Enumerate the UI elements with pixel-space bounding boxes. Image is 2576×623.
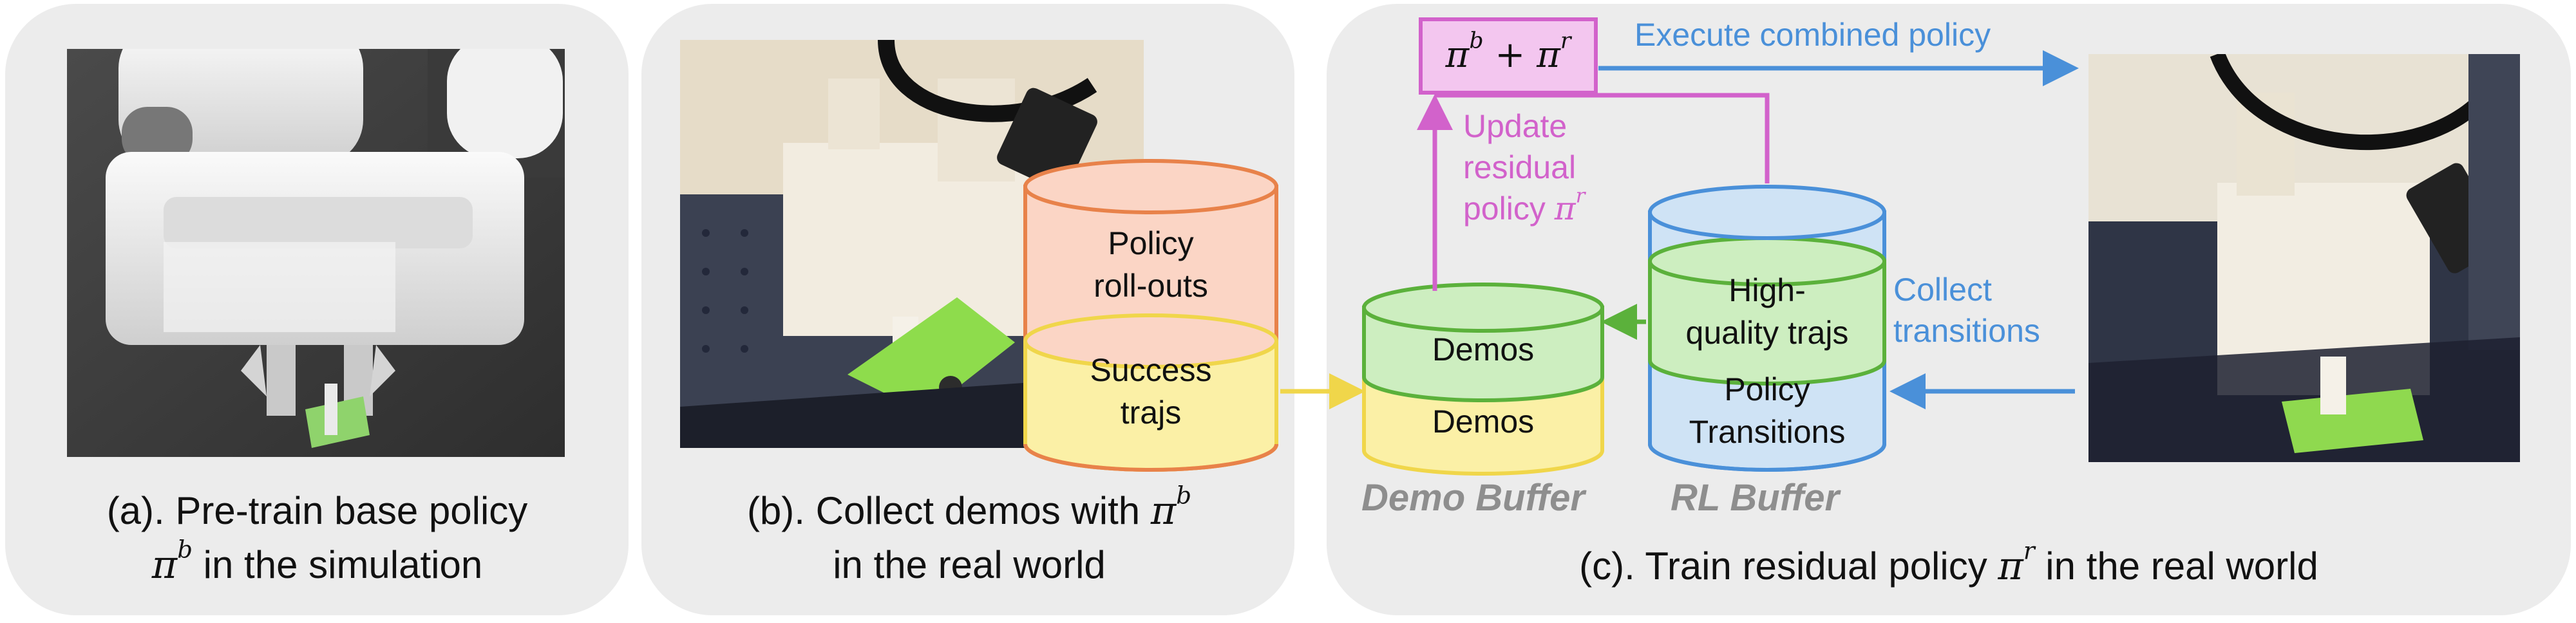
rollouts-cylinder — [1023, 159, 1278, 472]
simulation-robot-image — [67, 49, 565, 457]
demo-buffer-cylinder — [1362, 283, 1604, 476]
high-quality-trajs-label: High-quality trajs — [1685, 272, 1849, 351]
execute-policy-label: Execute combined policy — [1634, 17, 1991, 53]
demo-buffer-top-label: Demos — [1432, 331, 1535, 367]
rl-buffer-label: RL Buffer — [1671, 477, 1840, 519]
demo-buffer-label: Demo Buffer — [1361, 477, 1585, 519]
demo-buffer-bottom-label: Demos — [1432, 404, 1535, 440]
real-robot-execution-image — [2088, 54, 2520, 462]
update-policy-label: Update residual policy πr — [1463, 108, 1586, 227]
rl-buffer-cylinder — [1648, 185, 1886, 472]
combined-policy-label: πb + πr — [1445, 28, 1571, 76]
update-policy-arrow-line — [1435, 93, 1770, 183]
panel-a-caption: (a). Pre-train base policy πb in the sim… — [106, 489, 528, 588]
collect-transitions-label: Collect transitions — [1893, 272, 2040, 349]
panel-b-caption: (b). Collect demos with πb in the real w… — [746, 481, 1192, 586]
panel-c-caption: (c). Train residual policy πr in the rea… — [1579, 536, 2318, 589]
combined-policy-box — [1419, 17, 1598, 95]
